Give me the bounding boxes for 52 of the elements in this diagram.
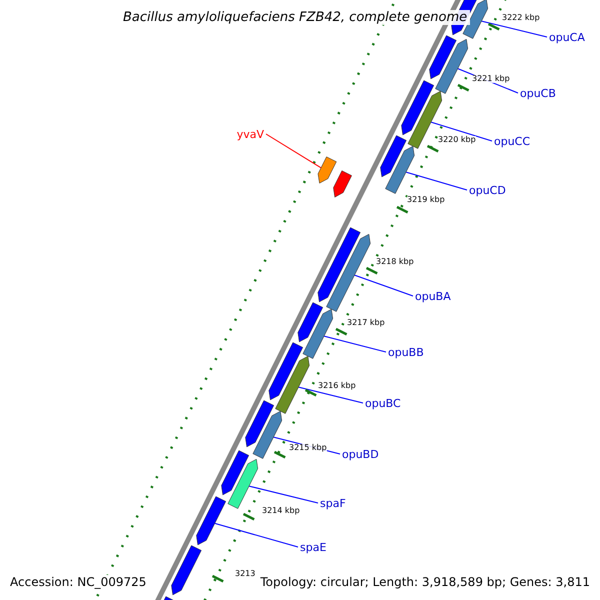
gene-label: opuBB [388, 347, 424, 358]
gene-segment [302, 308, 334, 359]
tick-label: 3217 kbp [347, 319, 385, 327]
leader-line [248, 486, 318, 504]
footer-text: Topology: circular; Length: 3,918,589 bp; Genes: 3,811 [258, 575, 592, 589]
gene-label: opuBD [342, 449, 379, 460]
tick-label: 3214 kbp [262, 507, 300, 515]
leader-line [354, 274, 414, 296]
gene-label: spaE [300, 542, 326, 553]
gene-label: opuCB [520, 88, 556, 99]
gene-segment [245, 400, 274, 448]
gene-label: opuBA [415, 291, 451, 302]
leader-line [266, 134, 322, 168]
gene-segment [252, 410, 282, 459]
tick-label: 3219 kbp [407, 196, 445, 204]
tick-label: 3215 kbp [289, 444, 327, 452]
gene-segment [429, 35, 457, 80]
leader-line [481, 20, 548, 38]
leader-line [406, 172, 468, 190]
gene-segment [326, 234, 371, 312]
gene-label: opuBC [365, 398, 401, 409]
gene-segment [333, 170, 352, 198]
leader-line [298, 386, 364, 404]
gene-segment [318, 227, 361, 302]
leader-line [430, 122, 492, 142]
gene-segment [196, 496, 226, 546]
gene-segment [298, 302, 324, 342]
gene-segment [275, 356, 310, 414]
gene-label: yvaV [236, 129, 264, 140]
gene-segment [268, 342, 304, 400]
gene-segment [221, 450, 250, 496]
gene-label: opuCC [494, 136, 530, 147]
tick-label: 3222 kbp [502, 14, 540, 22]
gene-segment [171, 545, 202, 596]
gene-segment [401, 80, 434, 136]
footer-text: Accession: NC_009725 [8, 575, 148, 589]
gene-label: opuCA [549, 32, 585, 43]
gene-segment [228, 458, 258, 509]
gene-label: spaF [320, 498, 346, 509]
leader-line [214, 522, 298, 548]
leader-line [324, 336, 386, 352]
tick-label: 3213 [235, 570, 256, 578]
gene-segment [385, 146, 415, 194]
tick-label: 3220 kbp [438, 136, 476, 144]
tick-label: 3218 kbp [376, 258, 414, 266]
gene-label: opuCD [469, 185, 506, 196]
tick-label: 3216 kbp [318, 382, 356, 390]
gene-segment [435, 38, 468, 94]
gene-segment [318, 156, 337, 184]
tick-label: 3221 kbp [472, 75, 510, 83]
title: Bacillus amyloliquefaciens FZB42, complete genome [120, 10, 470, 25]
gene-segment [380, 135, 407, 178]
